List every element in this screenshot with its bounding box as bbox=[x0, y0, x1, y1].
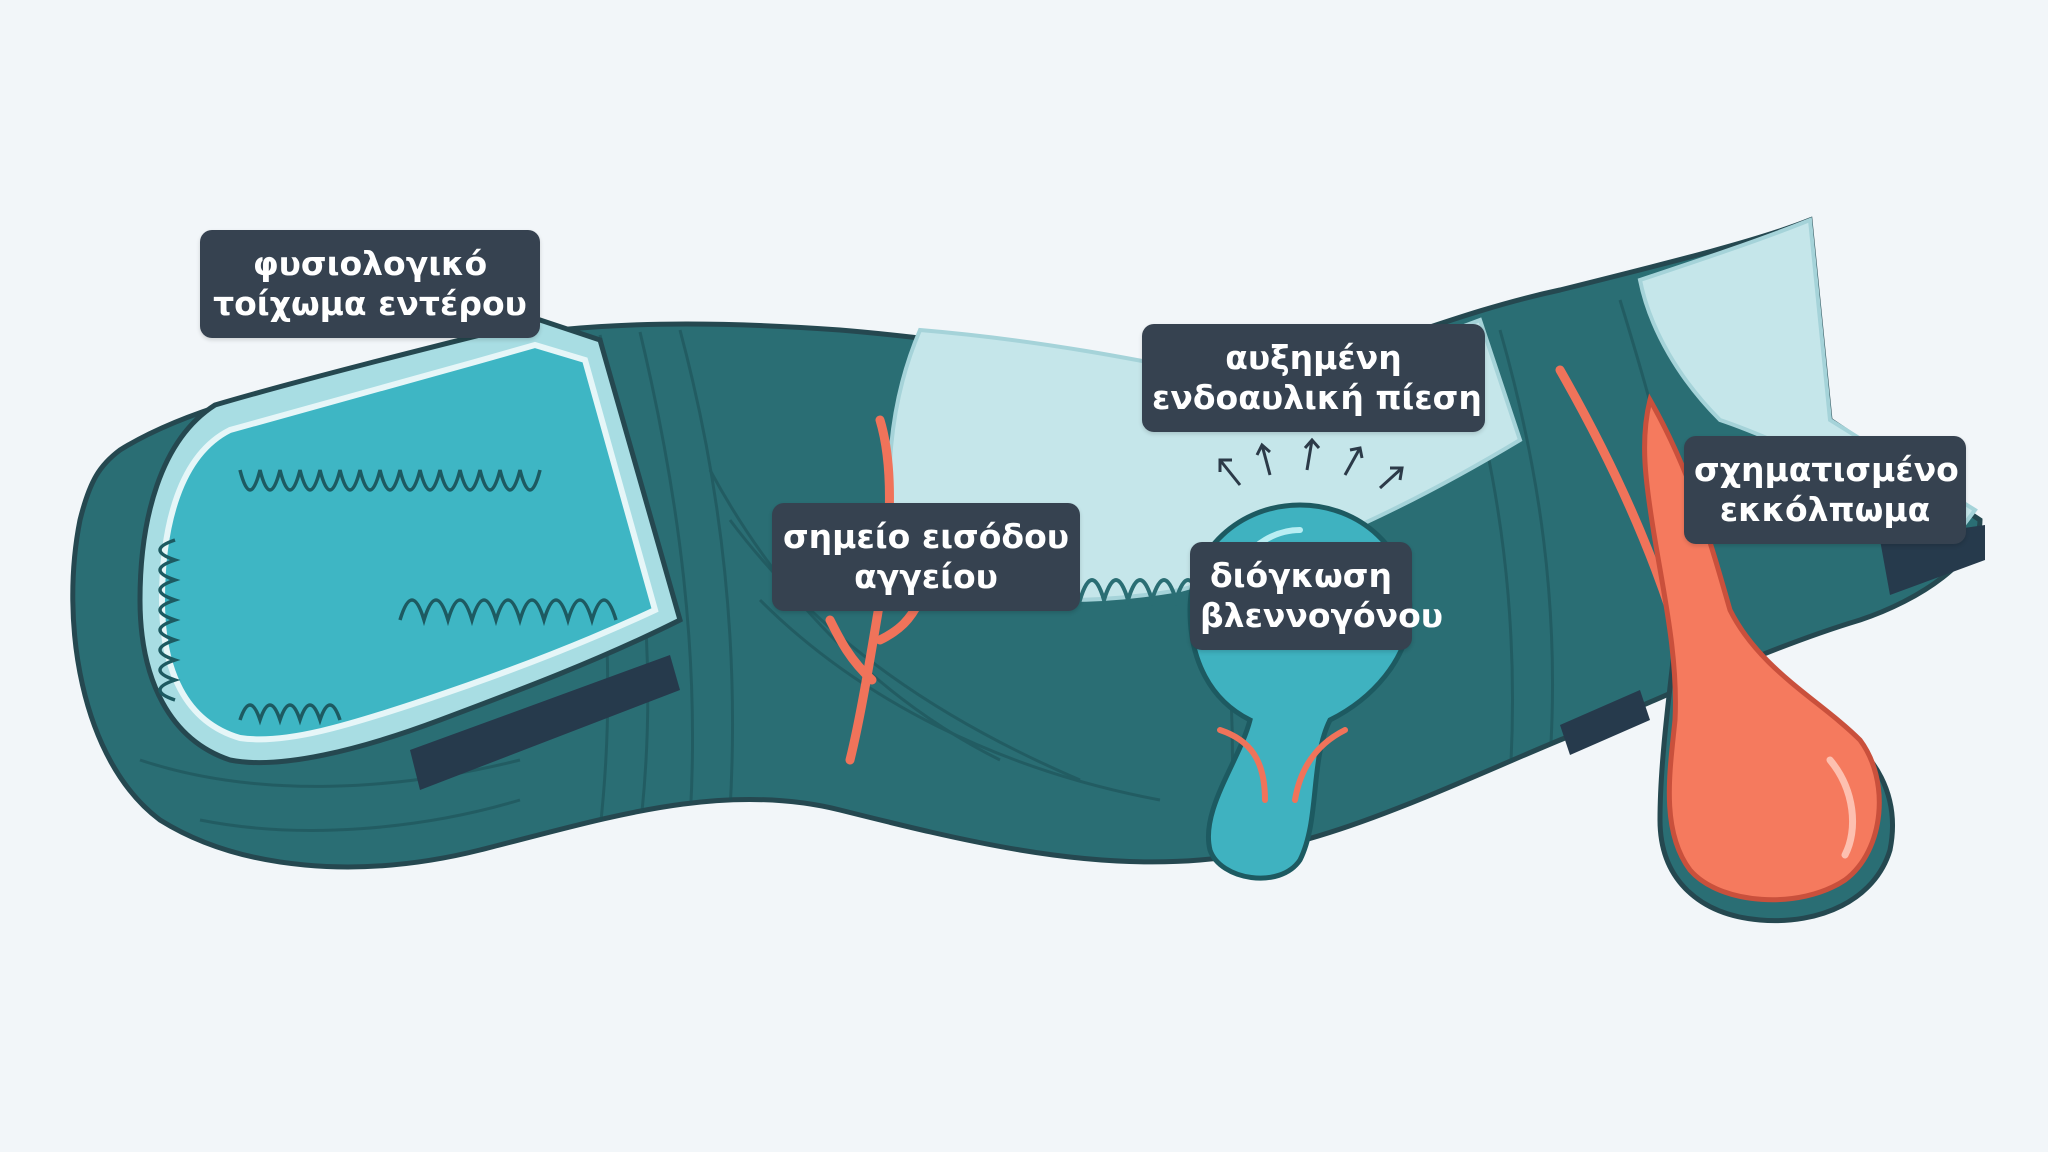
pressure-arrow-icon bbox=[1218, 437, 1404, 490]
label-normal-wall-line1: φυσιολογικό bbox=[252, 244, 488, 283]
label-normal-wall: φυσιολογικό τοίχωμα εντέρου bbox=[200, 230, 540, 338]
submucosa-band-distal bbox=[1560, 690, 1650, 755]
label-mucosal-herniation-line1: διόγκωση bbox=[1210, 556, 1392, 595]
submucosa-band bbox=[410, 655, 680, 790]
label-vessel-entry: σημείο εισόδου αγγείου bbox=[772, 503, 1080, 611]
label-diverticulum: σχηματισμένο εκκόλπωμα bbox=[1684, 436, 1966, 544]
label-pressure-line2: ενδοαυλική πίεση bbox=[1152, 378, 1482, 417]
diverticulum-highlight bbox=[1826, 756, 1857, 859]
cross-section-mucosa bbox=[158, 341, 659, 743]
label-diverticulum-line1: σχηματισμένο bbox=[1694, 450, 1959, 489]
label-pressure: αυξημένη ενδοαυλική πίεση bbox=[1142, 324, 1485, 432]
label-vessel-entry-line1: σημείο εισόδου bbox=[782, 517, 1070, 556]
vessel-distal bbox=[1555, 365, 1675, 615]
label-normal-wall-line2: τοίχωμα εντέρου bbox=[213, 284, 527, 323]
label-vessel-entry-line2: αγγείου bbox=[854, 557, 998, 596]
villi-pattern bbox=[158, 469, 618, 726]
label-diverticulum-line2: εκκόλπωμα bbox=[1719, 490, 1931, 529]
label-pressure-line1: αυξημένη bbox=[1225, 338, 1402, 377]
label-mucosal-herniation: διόγκωση βλεννογόνου bbox=[1190, 542, 1444, 650]
label-mucosal-herniation-line2: βλεννογόνου bbox=[1200, 596, 1444, 635]
herniation-vessels bbox=[1217, 727, 1348, 803]
